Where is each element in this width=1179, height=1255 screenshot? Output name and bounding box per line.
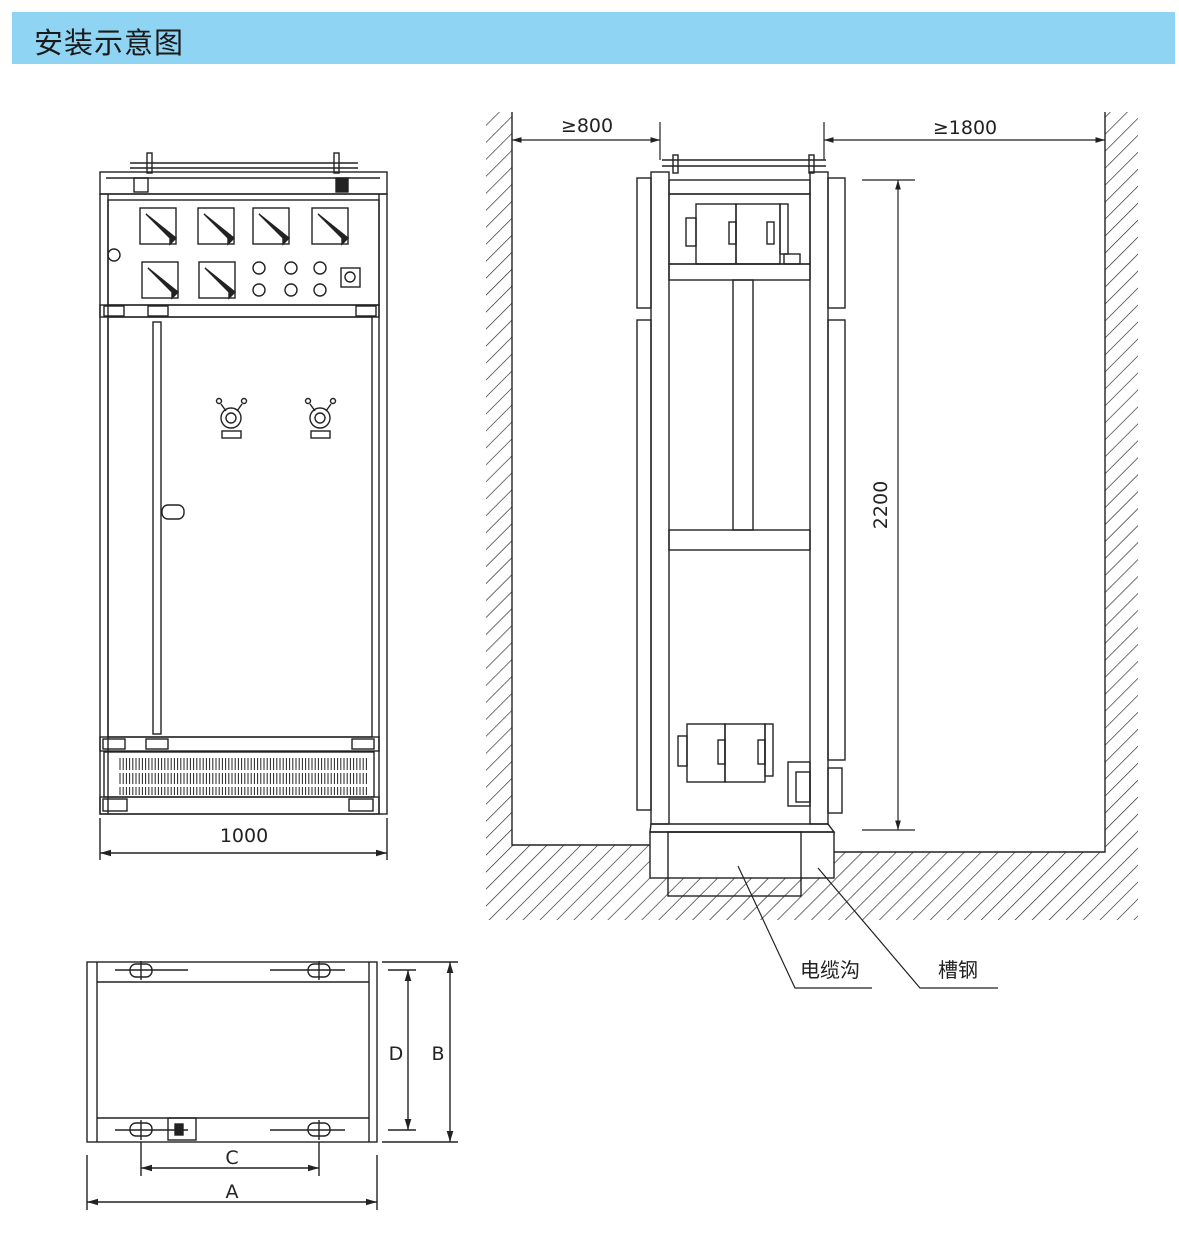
clearance-left-label: ≥800 — [561, 115, 613, 137]
front-width-label: 1000 — [220, 825, 268, 847]
dim-c-label: C — [225, 1147, 238, 1169]
meter-row-2 — [141, 261, 237, 300]
room-walls — [486, 112, 1138, 920]
indicator-lamps — [252, 261, 361, 297]
section-header: 安装示意图 — [12, 12, 1175, 64]
dim-b-label: B — [431, 1043, 444, 1065]
knob-left — [215, 397, 248, 439]
channel-steel-label: 槽钢 — [938, 958, 978, 982]
clearance-right-label: ≥1800 — [933, 117, 997, 139]
dim-a-label: A — [226, 1181, 239, 1203]
side-dimensions — [512, 122, 1105, 989]
vent-grille — [119, 758, 367, 795]
knob-right — [304, 397, 337, 439]
base-plan — [86, 961, 458, 1210]
cable-trench-label: 电缆沟 — [800, 958, 860, 982]
dim-d-label: D — [389, 1043, 404, 1065]
meter-row-1 — [139, 207, 350, 246]
height-label: 2200 — [870, 481, 892, 529]
section-title: 安装示意图 — [34, 26, 185, 60]
side-view-cabinet — [636, 154, 846, 897]
front-view — [99, 152, 388, 860]
